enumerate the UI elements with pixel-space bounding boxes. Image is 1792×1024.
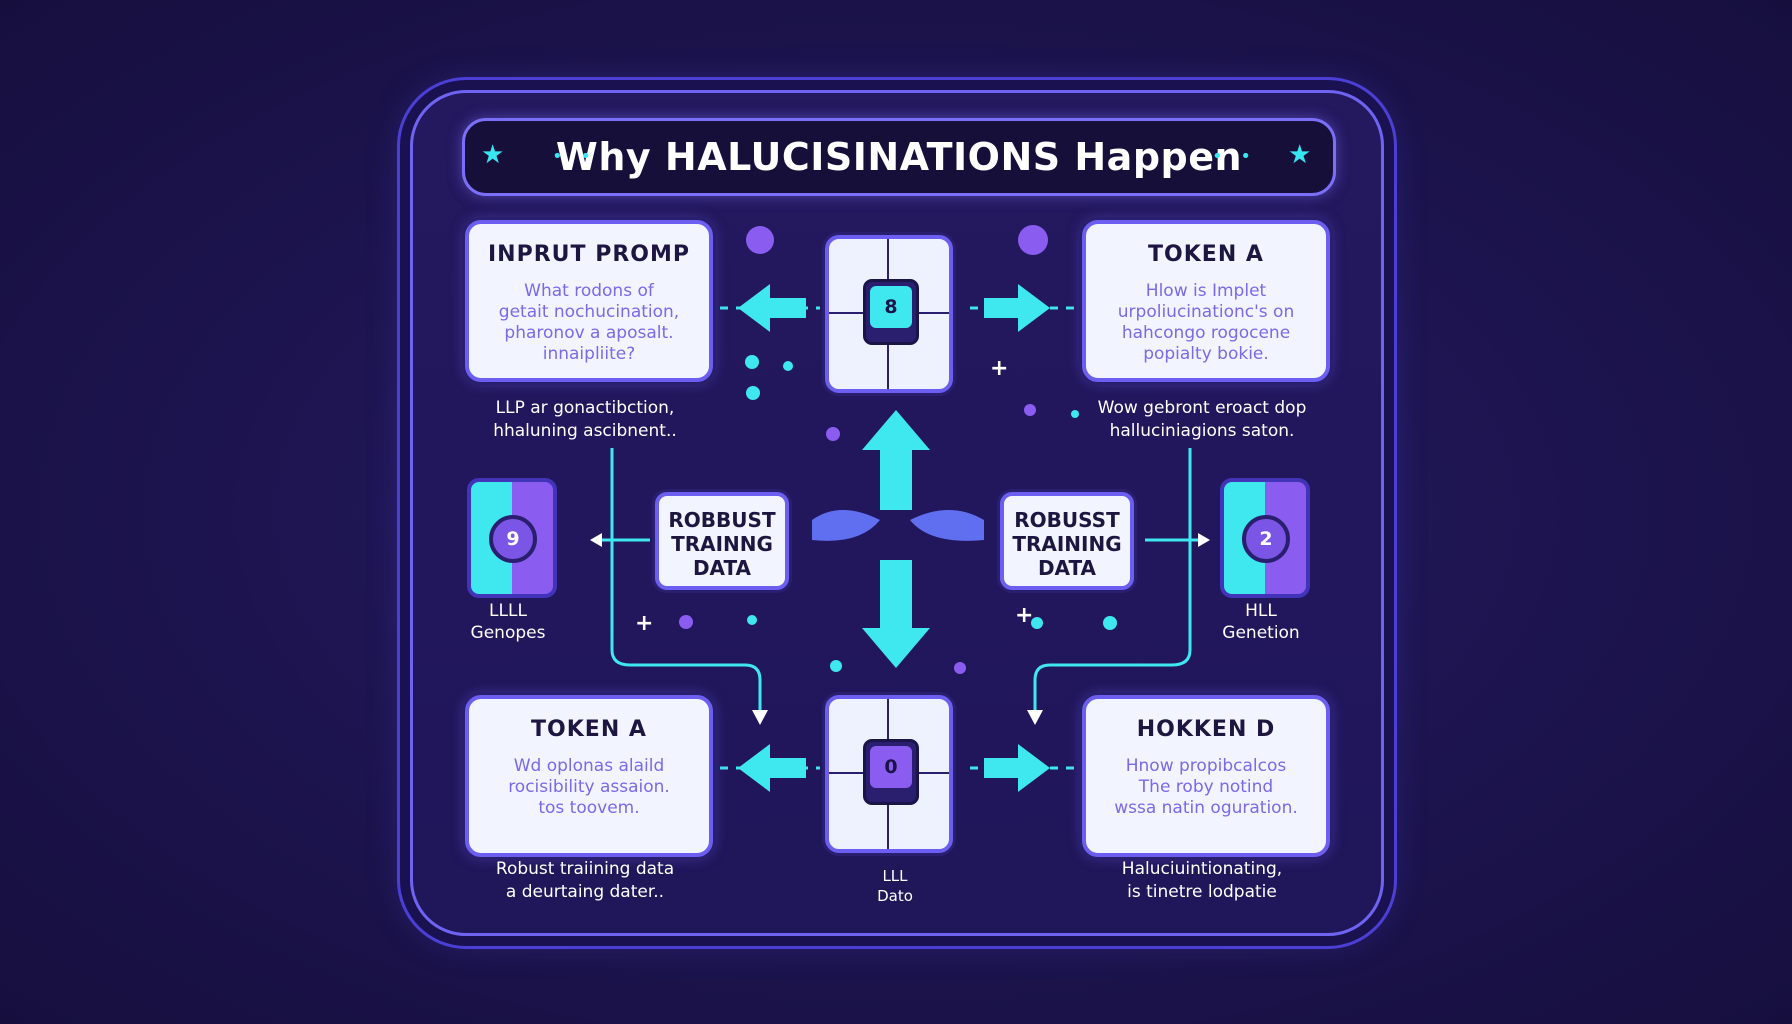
title-bar: Why HALUCISINATIONS Happen: [462, 118, 1336, 196]
diagram-title: Why HALUCISINATIONS Happen: [555, 135, 1243, 179]
key-value: 0: [870, 746, 912, 788]
card-hokken-d: HOKKEN D Hnow propibcalcos The roby noti…: [1082, 695, 1330, 857]
side-label-right: HLL Genetion: [1222, 601, 1300, 643]
card-token-a-bottom: TOKEN A Wd oplonas alaild rocisibility a…: [465, 695, 713, 857]
caption-bottom-left: Robust traiining data a deurtaing dater.…: [495, 859, 675, 902]
robust-training-data-left: ROBBUST TRAINNG DATA: [655, 492, 789, 590]
card-heading: TOKEN A: [1148, 242, 1264, 267]
card-body: What rodons of getait nochucination, pha…: [498, 281, 680, 364]
card-heading: HOKKEN D: [1136, 717, 1276, 742]
tile-value: 9: [489, 515, 537, 563]
robust-training-data-right: ROBUSST TRAINING DATA: [1000, 492, 1134, 590]
card-token-a-top: TOKEN A Hlow is Implet urpoliucinationc'…: [1082, 220, 1330, 382]
dots-decoration: • •: [552, 146, 597, 167]
star-icon: ★: [481, 140, 505, 170]
center-key-card-bottom: 0: [825, 695, 953, 853]
center-key-card-top: 8: [825, 235, 953, 393]
side-tile-right: 2: [1220, 478, 1310, 598]
key-value: 8: [870, 286, 912, 328]
caption-bottom-right: Haluciuintionating, is tinetre lodpatie: [1121, 859, 1283, 902]
side-tile-left: 9: [467, 478, 557, 598]
card-body: Hnow propibcalcos The roby notind wssa n…: [1114, 756, 1298, 818]
tile-value: 2: [1242, 515, 1290, 563]
dots-decoration: • •: [1212, 146, 1257, 167]
card-body: Hlow is Implet urpoliucinationc's on hah…: [1117, 281, 1295, 364]
card-body: Wd oplonas alaild rocisibility assaion. …: [508, 756, 670, 818]
side-label-left: LLLL Genopes: [470, 601, 546, 643]
key-tile: 0: [863, 739, 919, 805]
key-tile: 8: [863, 279, 919, 345]
svg-text:+: +: [1015, 603, 1033, 628]
caption-top-right: Wow gebront eroact dop halluciniagions s…: [1097, 398, 1307, 441]
card-heading: INPRUT PROMP: [488, 242, 690, 267]
caption-top-left: LLP ar gonactibction, hhaluning ascibnen…: [493, 398, 677, 441]
svg-text:+: +: [635, 611, 653, 636]
card-input-prompt: INPRUT PROMP What rodons of getait nochu…: [465, 220, 713, 382]
bottom-center-label: LLL Dato: [877, 867, 913, 905]
svg-text:+: +: [990, 356, 1008, 381]
card-heading: TOKEN A: [531, 717, 647, 742]
star-icon: ★: [1288, 140, 1312, 170]
